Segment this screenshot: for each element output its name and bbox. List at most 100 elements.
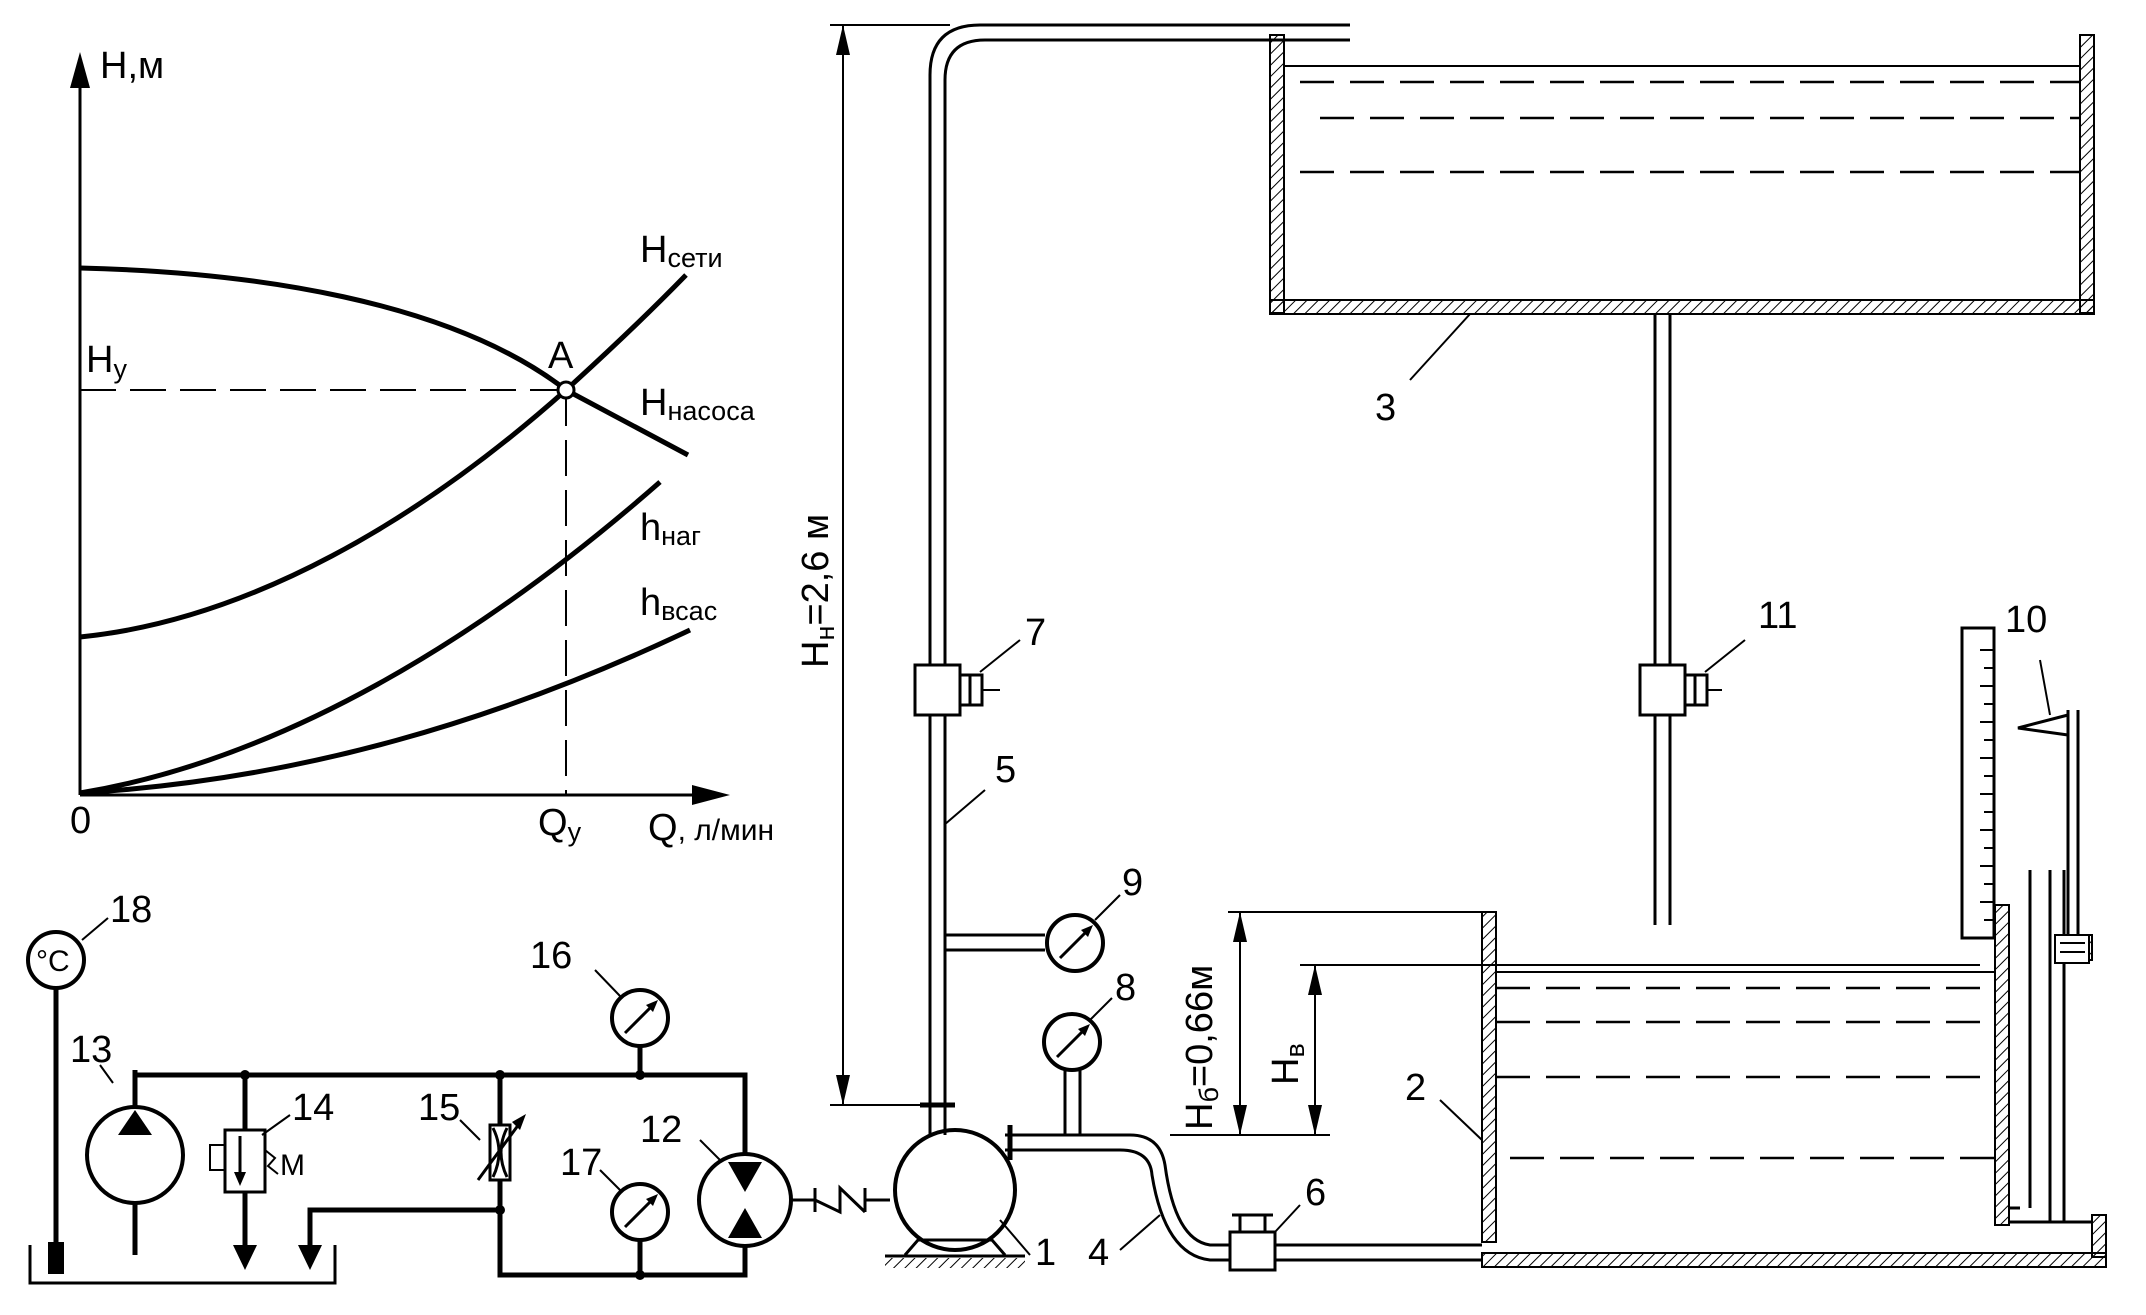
suction-pipe-outer [1005, 1133, 1230, 1247]
discharge-pipe-outer [928, 23, 1350, 1135]
label-16: 16 [530, 935, 572, 977]
y-axis-arrow-icon [70, 52, 90, 88]
leader-5 [943, 789, 986, 826]
y-axis-label: H,м [100, 45, 164, 87]
pointer-arrow [2017, 713, 2070, 737]
leader-15 [459, 1119, 481, 1141]
level-scale [1960, 626, 1996, 940]
label-9: 9 [1122, 862, 1143, 904]
discharge-curve [79, 480, 662, 796]
pump-curve [79, 265, 690, 458]
arrow-icon [836, 1075, 850, 1105]
leader-11 [1704, 639, 1746, 673]
leader-7 [979, 639, 1021, 673]
x-axis-label: Q, л/мин [648, 807, 774, 849]
float-body [2054, 934, 2090, 964]
leader-3 [1409, 313, 1471, 381]
label-8: 8 [1115, 967, 1136, 1009]
pressure-gauge-icon [610, 988, 670, 1080]
label-14: 14 [292, 1087, 334, 1129]
pressure-gauge-icon [1045, 913, 1105, 973]
pump-icon [85, 1105, 185, 1255]
valve-icon [1228, 1213, 1277, 1272]
valve-icon [1638, 663, 1722, 717]
drain-line [307, 1207, 500, 1250]
leader-12 [699, 1139, 723, 1163]
label-13: 13 [70, 1029, 112, 1071]
leader-18 [81, 917, 109, 941]
suction-curve [79, 627, 692, 796]
label-4: 4 [1088, 1232, 1109, 1274]
measuring-well [2009, 870, 2052, 1224]
label-12: 12 [640, 1109, 682, 1151]
measuring-well-wall [2009, 870, 2066, 1222]
hb-label: Hб=0,66м [1179, 965, 1224, 1130]
arrow-icon [1233, 1105, 1247, 1135]
hydraulic-motor-icon [697, 1152, 890, 1248]
gauge-8-branch [1063, 1070, 1082, 1135]
leader-16 [594, 969, 621, 997]
hydraulic-drive-circuit: °C 18 13 [26, 889, 890, 1285]
gauge-9-branch [945, 933, 1045, 952]
label-15: 15 [418, 1087, 460, 1129]
network-curve-label: Hсети [640, 229, 723, 273]
upper-tank: 3 11 [1269, 34, 2095, 925]
qy-label: Qу [538, 802, 582, 847]
label-1: 1 [1035, 1232, 1056, 1274]
leader-14 [261, 1114, 291, 1136]
leader-1 [999, 1219, 1031, 1256]
oil-tank [28, 1245, 337, 1285]
characteristic-graph: H,м 0 Q, л/мин А Hу Qу Hсети Hнасоса hна… [70, 45, 774, 849]
motor-letter: М [280, 1149, 305, 1182]
leader-10 [2039, 659, 2051, 716]
hv-label: Hв [1265, 1043, 1310, 1085]
valve-icon [913, 663, 1000, 717]
arrow-icon [1308, 965, 1322, 995]
label-11: 11 [1758, 595, 1797, 637]
hy-label: Hу [86, 339, 127, 384]
hn-label: Hн=2,6 м [795, 514, 840, 668]
thermometer-icon: °C [26, 930, 86, 1274]
overflow-pipe [1653, 314, 1672, 925]
label-10: 10 [2005, 599, 2047, 641]
x-axis-arrow-icon [692, 785, 730, 805]
suction-curve-label: hвсас [640, 582, 717, 626]
label-5: 5 [995, 749, 1016, 791]
label-2: 2 [1405, 1067, 1426, 1109]
pump-piping: 1 5 7 9 4 [885, 23, 1482, 1274]
network-curve [79, 273, 688, 640]
leader-13 [99, 1064, 114, 1084]
tank-2-outlet-pipe [1275, 1243, 1482, 1262]
leader-8 [1089, 997, 1113, 1021]
pressure-gauge-icon [1042, 1012, 1102, 1072]
pump-icon [885, 1128, 1025, 1268]
scale-ticks [1980, 649, 1994, 921]
leader-9 [1094, 894, 1121, 921]
origin-label: 0 [70, 800, 91, 842]
leader-17 [599, 1169, 621, 1191]
float-rod [2066, 710, 2080, 935]
thermometer-unit-label: °C [36, 945, 70, 978]
suction-pipe-inner [1005, 1148, 1230, 1262]
arrow-icon [836, 25, 850, 55]
pump-curve-label: Hнасоса [640, 382, 756, 426]
point-a-label: А [548, 335, 574, 377]
pressure-line [132, 1072, 748, 1165]
discharge-pipe-inner [943, 38, 1350, 1135]
throttle-icon [476, 1070, 526, 1215]
relief-valve-icon [209, 1070, 322, 1270]
leader-6 [1274, 1204, 1301, 1233]
discharge-curve-label: hнаг [640, 507, 701, 551]
label-3: 3 [1375, 387, 1396, 429]
dimension-lines: Hн=2,6 м Hб=0,66м Hв [795, 24, 1980, 1136]
pressure-gauge-icon [610, 1182, 670, 1280]
operating-point-a [556, 380, 576, 400]
arrow-icon [1308, 1105, 1322, 1135]
arrow-icon [1233, 912, 1247, 942]
leader-2 [1439, 1099, 1483, 1141]
leader-4 [1119, 1214, 1161, 1251]
lower-tank: 2 10 [1405, 599, 2107, 1268]
label-6: 6 [1305, 1172, 1326, 1214]
